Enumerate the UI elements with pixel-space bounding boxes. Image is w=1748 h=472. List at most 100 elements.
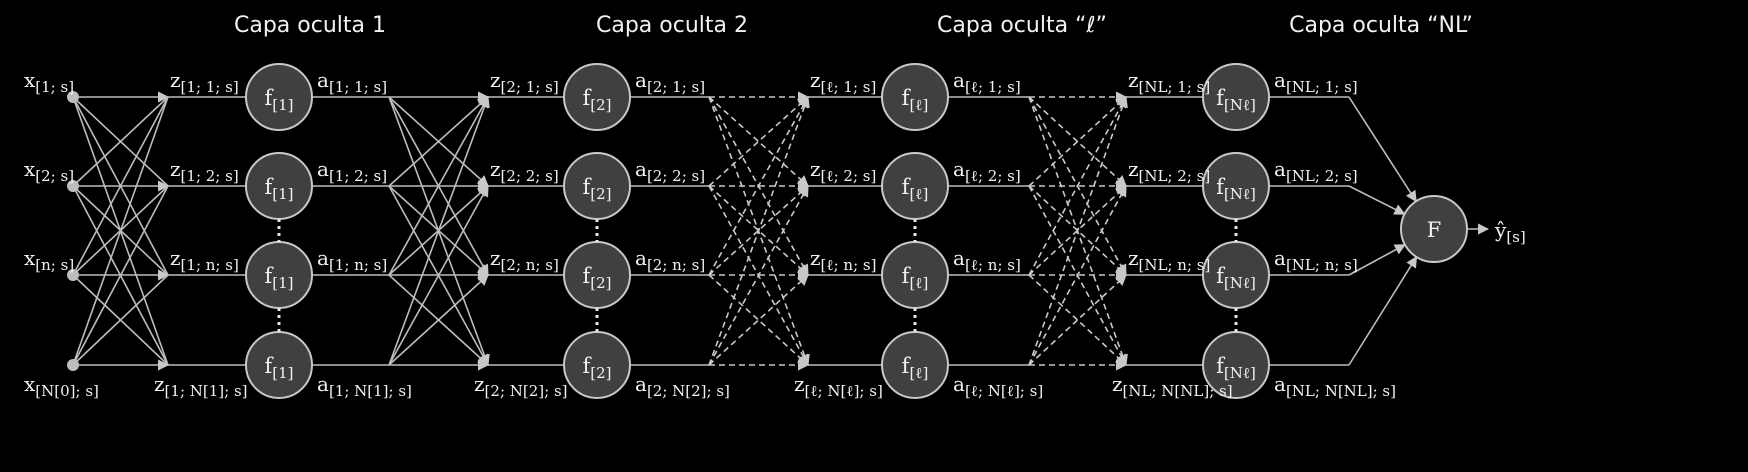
a-label: a[NL; 2; s] [1274,157,1358,185]
neuron-label: f[ℓ] [902,354,929,382]
z-label: z[NL; n; s] [1128,246,1210,274]
neuron-label: f[2] [582,354,611,382]
neuron-label: f[2] [582,175,611,203]
neuron-label: f[1] [264,354,293,382]
output-connection [1348,244,1406,276]
connection-lines [72,91,1490,371]
output-connection [1348,185,1406,215]
a-label: a[1; 2; s] [317,157,387,185]
neuron-nodes [67,63,1468,399]
layer-connection [708,95,810,366]
output-node-label: F [1427,218,1442,242]
neuron-label: f[ℓ] [902,264,929,292]
output-connection [1348,256,1418,366]
z-label: z[1; 2; s] [170,157,239,185]
layer-connection [708,96,809,276]
z-label: z[2; 1; s] [490,68,559,96]
layer-connection [1028,185,1127,366]
a-label: a[2; 1; s] [635,68,705,96]
a-label: a[ℓ; n; s] [953,246,1021,274]
input-label: x[2; s] [24,157,74,185]
z-label: z[NL; 2; s] [1128,157,1210,185]
input-connection [72,274,169,366]
layer-connection [708,274,809,366]
neuron-label: f[1] [264,175,293,203]
layer-title-nl: Capa oculta “NL” [1289,13,1473,38]
output-node [1400,195,1468,263]
input-connection [72,185,169,366]
z-label: z[2; N[2]; s] [474,372,568,400]
a-label: a[2; N[2]; s] [635,372,730,400]
layer-title-2: Capa oculta 2 [596,13,748,38]
layer-title-l: Capa oculta “ℓ” [937,13,1107,38]
input-node [67,91,79,103]
neuron-label: f[Nℓ] [1216,86,1256,114]
neuron-label: f[ℓ] [902,175,929,203]
input-node [67,180,79,192]
layer-connection [1028,274,1127,366]
neuron-circle [563,63,631,131]
input-node [67,359,79,371]
z-label: z[NL; N[NL]; s] [1112,372,1233,400]
layer-connection [1028,96,1127,187]
input-label: x[1; s] [24,68,74,96]
z-label: z[1; 1; s] [170,68,239,96]
neuron-label: f[2] [582,86,611,114]
neuron-label: f[1] [264,86,293,114]
a-label: a[NL; N[NL]; s] [1274,372,1396,400]
a-label: a[NL; 1; s] [1274,68,1358,96]
node-labels: f[1] z[1; 1; s] a[1; 1; s] f[1] z[1; 2; s] a[… [24,68,1526,400]
neuron-label: f[ℓ] [902,86,929,114]
input-connection [72,96,169,276]
layer-connection [708,96,809,187]
layer-connection [388,274,489,366]
neuron-label: f[Nℓ] [1216,175,1256,203]
z-label: z[1; N[1]; s] [154,372,248,400]
a-label: a[ℓ; 2; s] [953,157,1021,185]
layer-connection [1028,96,1127,276]
a-label: a[2; n; s] [635,246,705,274]
a-label: a[ℓ; N[ℓ]; s] [953,372,1043,400]
neuron-circle [245,63,313,131]
a-label: a[2; 2; s] [635,157,705,185]
output-connection [1348,96,1417,203]
neuron-label: f[Nℓ] [1216,264,1256,292]
z-label: z[2; 2; s] [490,157,559,185]
layer-connection [708,185,809,276]
z-label: z[ℓ; N[ℓ]; s] [794,372,883,400]
layer-connection [708,185,809,366]
layer-connection [708,96,809,187]
layer-connection [388,96,489,187]
layer-connection [388,96,489,276]
neuron-label: f[Nℓ] [1216,354,1256,382]
z-label: z[NL; 1; s] [1128,68,1210,96]
a-label: a[ℓ; 1; s] [953,68,1021,96]
a-label: a[1; n; s] [317,246,387,274]
z-label: z[ℓ; 1; s] [810,68,876,96]
a-label: a[1; N[1]; s] [317,372,412,400]
a-label: a[1; 1; s] [317,68,387,96]
layer-connection [1028,274,1127,366]
neuron-circle [881,63,949,131]
z-label: z[ℓ; n; s] [810,246,876,274]
layer-connection [388,95,490,366]
z-label: z[2; n; s] [490,246,559,274]
input-label: x[n; s] [24,246,74,274]
layer-connection [1028,95,1128,366]
input-node [67,269,79,281]
output-label: ŷ[s] [1494,218,1526,246]
neuron-circle [1202,63,1270,131]
a-label: a[NL; n; s] [1274,246,1358,274]
layer-title-1: Capa oculta 1 [234,13,386,38]
z-label: z[ℓ; 2; s] [810,157,876,185]
layer-connection [388,185,489,366]
input-label: x[N[0]; s] [24,372,99,400]
z-label: z[1; n; s] [170,246,239,274]
input-connection [72,96,169,187]
neuron-label: f[2] [582,264,611,292]
layer-connection [708,185,809,276]
input-connection [72,96,169,366]
layer-connection [708,274,809,366]
neuron-label: f[1] [264,264,293,292]
